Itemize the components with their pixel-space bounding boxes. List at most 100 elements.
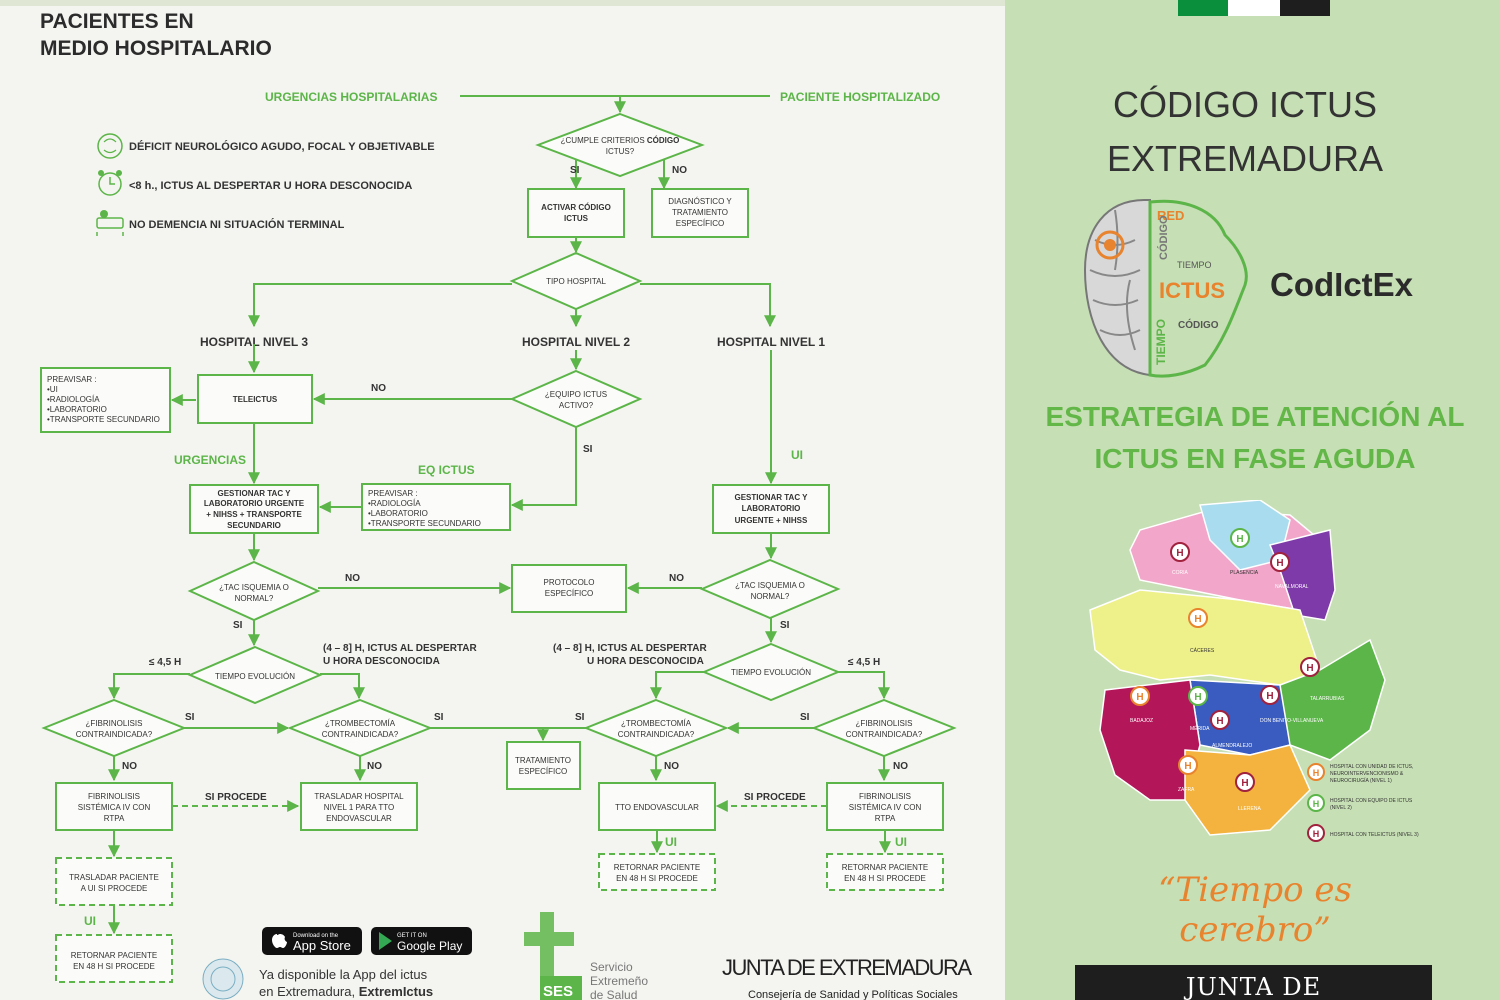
- app-text-line-1: Ya disponible la App del ictus: [259, 967, 428, 982]
- preavisar-a-text: PREAVISAR : •UI •RADIOLOGÍA •LABORATORIO…: [47, 375, 160, 424]
- no-label: NO: [664, 761, 679, 772]
- svg-text:PLASENCIA: PLASENCIA: [1230, 570, 1259, 576]
- diag-line-1: DIAGNÓSTICO Y: [668, 197, 732, 206]
- trasladar-ui-2: A UI SI PROCEDE: [81, 884, 148, 893]
- logo-word: TIEMPO: [1177, 260, 1212, 270]
- diag-line-3: ESPECÍFICO: [676, 219, 724, 228]
- retornar-box-left: [55, 934, 173, 983]
- hospital-pin-icon: H: [1235, 772, 1255, 792]
- ui-label: UI: [665, 835, 677, 849]
- strategy-title: ESTRATEGIA DE ATENCIÓN AL ICTUS EN FASE …: [1025, 396, 1485, 480]
- time-window-label: (4 – 8] H, ICTUS AL DESPERTAR: [553, 643, 708, 654]
- svg-text:SISTÉMICA IV CON: SISTÉMICA IV CON: [78, 803, 151, 812]
- nivel1-label: HOSPITAL NIVEL 1: [717, 335, 825, 349]
- svg-text:•RADIOLOGÍA: •RADIOLOGÍA: [368, 499, 421, 508]
- google-play-badge[interactable]: GET IT ON Google Play: [371, 927, 472, 955]
- fibrinolisis-box-left: [55, 782, 173, 831]
- criteria-question-2: ICTUS?: [606, 147, 635, 156]
- criteria-text: DÉFICIT NEUROLÓGICO AGUDO, FOCAL Y OBJET…: [129, 140, 435, 153]
- si-procede-label: SI PROCEDE: [744, 792, 806, 803]
- codictex-logo: RED CÓDIGO TIEMPO ICTUS TIEMPO CÓDIGO: [1083, 199, 1248, 378]
- flag-stripe-white: [1228, 0, 1280, 16]
- retornar-box-center: [598, 853, 716, 891]
- svg-text:FIBRINOLISIS: FIBRINOLISIS: [859, 792, 911, 801]
- protocolo-line-2: ESPECÍFICO: [545, 589, 593, 598]
- ui-label: UI: [791, 448, 803, 462]
- svg-text:H: H: [1184, 761, 1191, 772]
- appstore-text: App Store: [293, 938, 351, 953]
- hospital-pin-icon: H: [1188, 686, 1208, 706]
- svg-text:ZAFRA: ZAFRA: [1178, 787, 1195, 793]
- yes-label: SI: [780, 620, 790, 631]
- trom-q-left-2: CONTRAINDICADA?: [322, 730, 399, 739]
- yes-label: SI: [575, 712, 585, 723]
- svg-text:H: H: [1313, 829, 1320, 839]
- svg-text:NAVALMORAL: NAVALMORAL: [1275, 584, 1309, 590]
- fibrinolisis-decision-left: [41, 698, 187, 758]
- brain-icon: [97, 133, 123, 159]
- trom-q-right-2: CONTRAINDICADA?: [618, 730, 695, 739]
- no-label: NO: [367, 761, 382, 772]
- alarm-clock-icon: [98, 170, 122, 196]
- no-label: NO: [345, 573, 360, 584]
- svg-text:HOSPITAL CON EQUIPO DE ICTUS: HOSPITAL CON EQUIPO DE ICTUS: [1330, 798, 1413, 804]
- title-line-1: PACIENTES EN: [40, 10, 194, 33]
- junta-banner: JUNTA DE EXTREMADURA: [1075, 965, 1432, 1000]
- eq-ictus-label: EQ ICTUS: [418, 463, 475, 477]
- si-procede-label: SI PROCEDE: [205, 792, 267, 803]
- yes-label: SI: [233, 620, 243, 631]
- time-window-label: U HORA DESCONOCIDA: [323, 656, 440, 667]
- flag-stripe-green: [1178, 0, 1228, 16]
- tac-right-1: ¿TAC ISQUEMIA O: [735, 581, 805, 590]
- ses-line-3: de Salud: [590, 988, 637, 1000]
- fibrinolisis-box-right: [826, 782, 944, 831]
- no-label: NO: [371, 383, 386, 394]
- tiempo-left-text: TIEMPO EVOLUCIÓN: [215, 672, 295, 681]
- svg-text:FIBRINOLISIS: FIBRINOLISIS: [88, 792, 140, 801]
- retornar-center-2: EN 48 H SI PROCEDE: [616, 874, 698, 883]
- hospital-pin-icon: H: [1178, 755, 1198, 775]
- svg-text:H: H: [1276, 558, 1283, 569]
- activar-line-2: ICTUS: [564, 214, 589, 223]
- trombectomia-decision-left: [287, 698, 433, 758]
- tac-left-1: ¿TAC ISQUEMIA O: [219, 583, 289, 592]
- appstore-small-text: Download on the: [293, 933, 339, 939]
- no-label: NO: [669, 573, 684, 584]
- fib-q-left-1: ¿FIBRINOLISIS: [86, 719, 143, 728]
- time-window-label: U HORA DESCONOCIDA: [587, 656, 704, 667]
- no-label: NO: [122, 761, 137, 772]
- svg-text:SECUNDARIO: SECUNDARIO: [227, 521, 281, 530]
- codictex-label: CodIctEx: [1270, 266, 1414, 303]
- svg-text:GESTIONAR TAC Y: GESTIONAR TAC Y: [217, 489, 291, 498]
- app-store-badge[interactable]: Download on the App Store: [262, 927, 362, 955]
- trombectomia-decision-right: [583, 698, 729, 758]
- time-window-label: ≤ 4,5 H: [149, 657, 181, 668]
- tac-right-2: NORMAL?: [751, 592, 790, 601]
- hospital-pin-icon: H: [1130, 686, 1150, 706]
- svg-text:NEUROCIRUGÍA (NIVEL 1): NEUROCIRUGÍA (NIVEL 1): [1330, 777, 1392, 784]
- hospital-pin-icon: H: [1300, 657, 1320, 677]
- activar-line-1: ACTIVAR CÓDIGO: [541, 203, 611, 212]
- hospital-pin-icon: H: [1188, 608, 1208, 628]
- diag-line-2: TRATAMIENTO: [672, 208, 728, 217]
- motto: “Tiempo es cerebro”: [1158, 870, 1352, 950]
- svg-text:(NIVEL 2): (NIVEL 2): [1330, 805, 1352, 811]
- ses-line-1: Servicio: [590, 960, 633, 974]
- preavisar-box-b: [361, 483, 511, 531]
- criteria-question: ¿CUMPLE CRITERIOS CÓDIGO: [561, 136, 680, 145]
- equipo-ictus-decision: [509, 369, 643, 429]
- svg-text:LABORATORIO: LABORATORIO: [742, 504, 801, 513]
- logo-word: CÓDIGO: [1157, 215, 1170, 260]
- googleplay-small-text: GET IT ON: [397, 933, 427, 939]
- equipo-line-2: ACTIVO?: [559, 401, 594, 410]
- fib-q-right-1: ¿FIBRINOLISIS: [856, 719, 913, 728]
- nivel3-label: HOSPITAL NIVEL 3: [200, 335, 308, 349]
- tto-endo-text: TTO ENDOVASCULAR: [615, 803, 699, 812]
- top-divider: [0, 0, 1005, 6]
- hospital-pin-icon: H: [1210, 710, 1230, 730]
- svg-text:BADAJOZ: BADAJOZ: [1130, 718, 1153, 724]
- trasladar-n1-text: TRASLADAR HOSPITAL NIVEL 1 PARA TTO ENDO…: [314, 792, 404, 823]
- svg-text:•TRANSPORTE SECUNDARIO: •TRANSPORTE SECUNDARIO: [368, 519, 481, 528]
- logo-word: RED: [1157, 208, 1184, 223]
- info-panel: CÓDIGO ICTUS EXTREMADURA RED CÓDIGO TIEM…: [1005, 0, 1500, 1000]
